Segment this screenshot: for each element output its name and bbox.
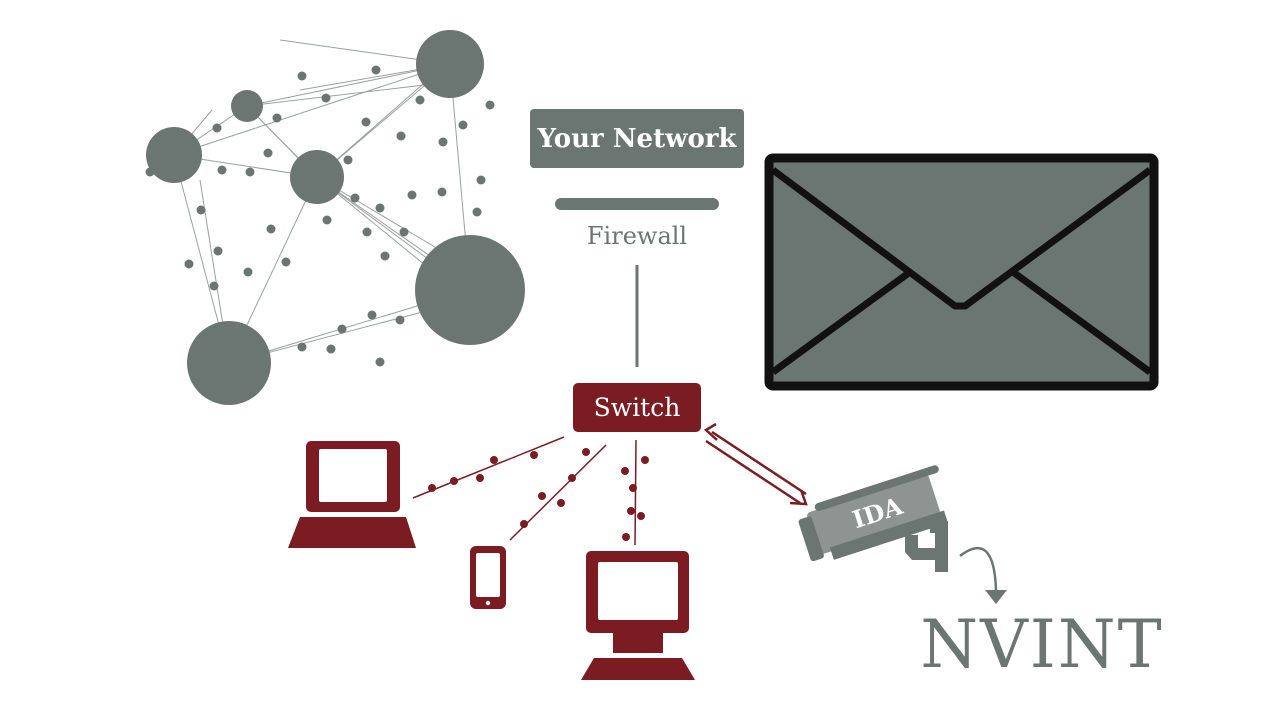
your-network-label: Your Network: [536, 124, 737, 154]
laptop-icon: [288, 441, 416, 548]
envelope-icon: [764, 153, 1159, 391]
switch-box: Switch: [573, 383, 701, 432]
security-camera-icon: IDA: [798, 465, 948, 572]
your-network-box: Your Network: [530, 109, 744, 168]
firewall-bar: [555, 198, 719, 210]
network-graph-dots: [145, 65, 495, 367]
curved-arrow-icon: [959, 546, 1007, 604]
bidirectional-arrow-icon: [703, 422, 808, 506]
device-connections: [412, 436, 649, 546]
firewall-label: Firewall: [587, 222, 687, 250]
brand-label: NVINT: [920, 606, 1163, 683]
network-graph-nodes: [146, 30, 525, 405]
switch-label: Switch: [594, 393, 681, 422]
network-graph-icon: [145, 30, 525, 405]
desktop-computer-icon: [581, 551, 695, 680]
phone-icon: [470, 546, 506, 609]
